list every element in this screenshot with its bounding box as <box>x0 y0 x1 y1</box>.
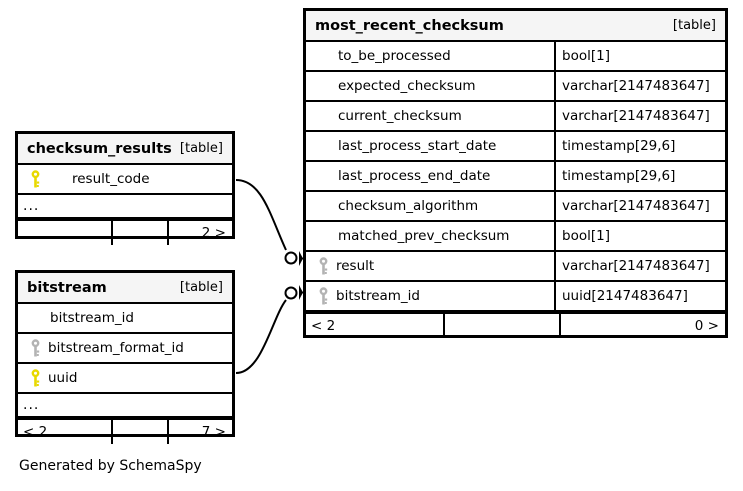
key-icon-gray <box>24 337 46 359</box>
table-header: most_recent_checksum [table] <box>306 11 725 42</box>
column-type: timestamp[29,6] <box>554 162 725 190</box>
column-name: uuid <box>48 370 78 386</box>
table-footer: 2 > <box>18 219 232 245</box>
table-kind-label: [table] <box>672 18 716 33</box>
column-type: varchar[2147483647] <box>554 252 725 280</box>
column-name-cell: expected_checksum <box>306 72 554 100</box>
generated-by-caption: Generated by SchemaSpy <box>19 458 202 474</box>
footer-child-count[interactable]: 7 > <box>167 420 232 444</box>
table-row[interactable]: bitstream_format_id <box>18 334 232 364</box>
column-name-cell: current_checksum <box>306 102 554 130</box>
column-name: checksum_algorithm <box>338 198 479 214</box>
table-footer: < 2 0 > <box>306 312 725 338</box>
column-name: result <box>336 258 375 274</box>
column-type: uuid[2147483647] <box>554 282 725 310</box>
relationship-bitstream-to-bitstream-id <box>235 285 306 374</box>
column-name-cell: result_code <box>18 165 232 193</box>
table-row[interactable]: current_checksum varchar[2147483647] <box>306 102 725 132</box>
table-row[interactable]: matched_prev_checksum bool[1] <box>306 222 725 252</box>
column-name-cell: matched_prev_checksum <box>306 222 554 250</box>
column-name-cell: uuid <box>18 364 232 392</box>
table-title: most_recent_checksum <box>315 17 504 34</box>
column-type: bool[1] <box>554 42 725 70</box>
footer-parent-count[interactable]: < 2 <box>311 318 336 334</box>
table-checksum-results[interactable]: checksum_results [table] result_code ... <box>15 131 235 245</box>
table-row[interactable]: uuid <box>18 364 232 394</box>
table-row[interactable]: bitstream_id uuid[2147483647] <box>306 282 725 312</box>
column-name-cell: last_process_end_date <box>306 162 554 190</box>
table-row[interactable]: expected_checksum varchar[2147483647] <box>306 72 725 102</box>
table-bitstream[interactable]: bitstream [table] bitstream_id <box>15 270 235 444</box>
table-header: checksum_results [table] <box>18 134 232 165</box>
column-name-cell: result <box>306 252 554 280</box>
column-name: bitstream_id <box>336 288 420 304</box>
column-name: to_be_processed <box>338 48 451 64</box>
column-name: bitstream_format_id <box>48 340 184 356</box>
column-name: matched_prev_checksum <box>338 228 510 244</box>
column-name-cell: last_process_start_date <box>306 132 554 160</box>
table-row[interactable]: to_be_processed bool[1] <box>306 42 725 72</box>
table-row[interactable]: result_code <box>18 165 232 195</box>
table-header: bitstream [table] <box>18 273 232 304</box>
key-icon-yellow <box>24 168 46 190</box>
key-icon-yellow <box>24 367 46 389</box>
footer-middle <box>111 420 167 444</box>
footer-middle <box>443 314 559 338</box>
footer-child-count[interactable]: 0 > <box>559 314 725 338</box>
column-name: bitstream_id <box>50 310 134 326</box>
column-name-cell: bitstream_id <box>18 304 232 332</box>
column-name-cell: bitstream_format_id <box>18 334 232 362</box>
table-row[interactable]: last_process_end_date timestamp[29,6] <box>306 162 725 192</box>
footer-parent-count[interactable]: < 2 <box>23 424 48 440</box>
column-name-cell: checksum_algorithm <box>306 192 554 220</box>
column-name-cell: to_be_processed <box>306 42 554 70</box>
column-name: current_checksum <box>338 108 462 124</box>
column-type: varchar[2147483647] <box>554 192 725 220</box>
table-title: bitstream <box>27 279 107 296</box>
more-columns-ellipsis: ... <box>18 394 232 418</box>
table-kind-label: [table] <box>179 141 223 156</box>
table-row[interactable]: bitstream_id <box>18 304 232 334</box>
footer-middle <box>111 221 167 245</box>
column-name: last_process_start_date <box>338 138 497 154</box>
table-title: checksum_results <box>27 140 172 157</box>
table-row[interactable]: last_process_start_date timestamp[29,6] <box>306 132 725 162</box>
table-row[interactable]: result varchar[2147483647] <box>306 252 725 282</box>
table-kind-label: [table] <box>179 280 223 295</box>
table-footer: < 2 7 > <box>18 418 232 444</box>
column-name: last_process_end_date <box>338 168 491 184</box>
column-name: expected_checksum <box>338 78 476 94</box>
column-name-cell: bitstream_id <box>306 282 554 310</box>
column-name: result_code <box>72 171 150 187</box>
table-row[interactable]: checksum_algorithm varchar[2147483647] <box>306 192 725 222</box>
key-icon-gray <box>312 285 334 307</box>
column-type: bool[1] <box>554 222 725 250</box>
more-columns-ellipsis: ... <box>18 195 232 219</box>
column-type: varchar[2147483647] <box>554 72 725 100</box>
table-most-recent-checksum[interactable]: most_recent_checksum [table] to_be_proce… <box>303 8 728 338</box>
column-type: varchar[2147483647] <box>554 102 725 130</box>
footer-child-count[interactable]: 2 > <box>167 221 232 245</box>
relationship-checksum-results-to-result <box>235 179 306 266</box>
column-type: timestamp[29,6] <box>554 132 725 160</box>
key-icon-gray <box>312 255 334 277</box>
footer-parent-count <box>18 221 111 245</box>
